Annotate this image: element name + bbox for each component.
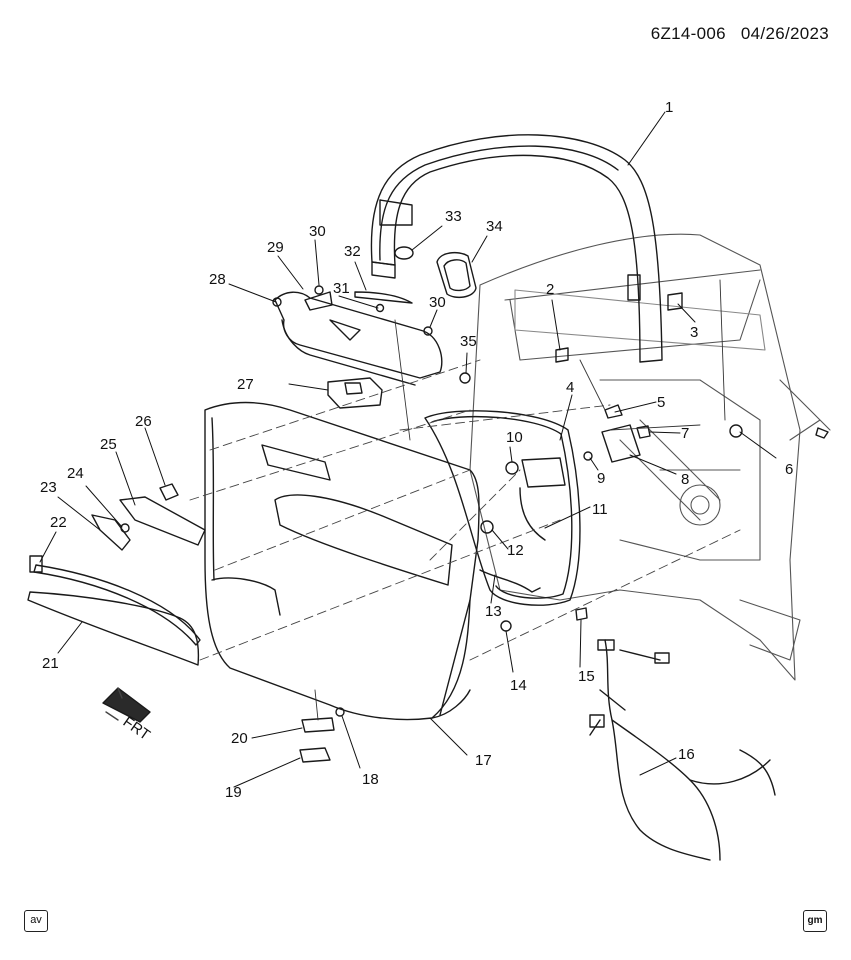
part-30-screw-a [314,285,324,295]
part-17-trim-panel [204,401,480,721]
callout-11: 11 [592,501,608,518]
part-20-bezel [301,717,335,733]
callout-26: 26 [135,413,152,430]
diagram-header: 6Z14-006 04/26/2023 [651,24,829,44]
callout-29: 29 [267,239,284,256]
callout-27: 27 [237,376,254,393]
part-18-screw [335,707,345,717]
front-direction-arrow [102,687,151,723]
part-16-wire-harness [589,639,776,861]
diagram-date: 04/26/2023 [740,24,829,43]
callout-7: 7 [681,425,689,442]
callout-30: 30 [309,223,326,240]
part-10-nut [505,461,519,475]
callout-14: 14 [510,677,527,694]
callout-9: 9 [597,470,605,487]
callout-1: 1 [665,99,673,116]
part-3-clip [667,292,683,311]
part-21-molding [27,591,200,666]
callout-30: 30 [429,294,446,311]
callout-33: 33 [445,208,462,225]
door-body-shell [469,233,831,681]
callout-12: 12 [507,542,524,559]
callout-13: 13 [485,603,502,620]
part-5-clip [604,404,623,419]
callout-34: 34 [486,218,503,235]
callout-23: 23 [40,479,57,496]
callout-32: 32 [344,243,361,260]
callout-6: 6 [785,461,793,478]
part-7-clip [636,425,651,439]
part-1-frame-molding [370,134,663,363]
part-34-seal [436,251,477,299]
callout-17: 17 [475,752,492,769]
frt-label: FRT [120,713,153,743]
part-12-nut [480,520,494,534]
callout-4: 4 [566,379,574,396]
callout-8: 8 [681,471,689,488]
part-11-harness [519,487,546,541]
callout-28: 28 [209,271,226,288]
gm-logo-badge: gm [803,910,827,932]
callout-3: 3 [690,324,698,341]
part-15-clip [575,607,588,621]
callout-22: 22 [50,514,67,531]
part-2-clip [555,347,569,363]
callout-labels: 1234567891011121314151617181920212223242… [40,99,793,801]
callout-18: 18 [362,771,379,788]
callout-2: 2 [546,281,554,298]
callout-35: 35 [460,333,477,350]
part-26-clip [159,483,179,501]
part-28-switch-bezel [272,291,443,386]
callout-5: 5 [657,394,665,411]
part-19-lamp [299,747,331,763]
part-4-deflector [424,410,581,606]
callout-15: 15 [578,668,595,685]
callout-10: 10 [506,429,523,446]
part-33-grommet [394,246,414,260]
leader-lines [39,111,777,788]
part-6-plug-a [729,424,743,438]
alignment-lines [189,359,741,661]
part-13-harness [479,569,541,593]
part-8-bracket [601,424,641,463]
callout-31: 31 [333,280,350,297]
part-35-nut [459,372,471,384]
part-25-handle [119,496,206,546]
part-23-bezel [91,514,131,551]
part-27-window-switch [327,377,383,409]
part-14-nut [500,620,512,632]
callout-20: 20 [231,730,248,747]
callout-25: 25 [100,436,117,453]
callout-21: 21 [42,655,59,672]
diagram-code: 6Z14-006 [650,24,726,43]
part-9-screw [583,451,593,461]
av-badge: av [24,910,48,932]
callout-16: 16 [678,746,695,763]
part-6-plug-b [815,427,829,439]
reference-lines [314,279,726,721]
part-22-strip [33,564,201,646]
part-30-screw-b [423,326,433,336]
callout-24: 24 [67,465,84,482]
part-24-screw [120,523,130,533]
part-32-strip [354,291,413,304]
callout-19: 19 [225,784,242,801]
